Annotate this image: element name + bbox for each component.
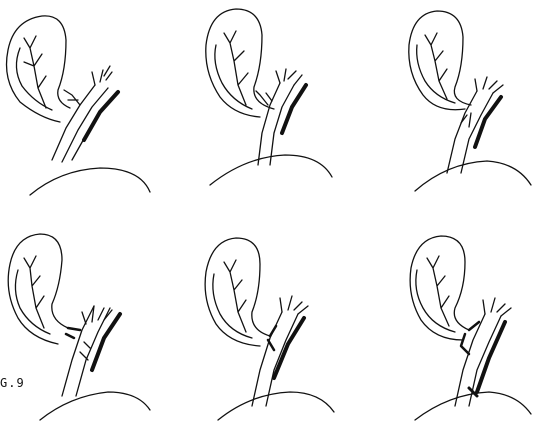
panel-3 (385, 5, 535, 205)
panel-6 (385, 222, 535, 422)
trunk-dark-band (475, 97, 501, 147)
appendage-outline (205, 238, 270, 346)
base-mound (40, 392, 150, 420)
panel-4 (0, 220, 150, 420)
base-mound (415, 161, 531, 191)
internal-vessels (427, 256, 449, 326)
panel-1 (0, 10, 150, 210)
appendage-inner (15, 270, 50, 334)
trunk-dark-band (84, 92, 118, 140)
trunk-dark-band (92, 314, 120, 370)
trunk-dark-band (477, 322, 505, 392)
trunk-wall-left (252, 312, 282, 406)
internal-vessels (425, 33, 447, 99)
internal-vessels (24, 36, 46, 108)
panel-5 (190, 222, 340, 422)
base-mound (30, 168, 150, 195)
appendage-outline (410, 236, 469, 340)
appendage-inner (16, 48, 52, 110)
trunk-dark-band (282, 85, 306, 133)
trunk-wall-right (76, 308, 110, 396)
base-mound (415, 392, 531, 420)
internal-vessels (224, 260, 246, 332)
figure-label: G.9 (0, 376, 25, 390)
appendage-inner (215, 45, 252, 109)
base-mound (218, 392, 334, 420)
trunk-dark-band (274, 318, 304, 378)
internal-vessels (224, 31, 248, 105)
branch-1 (92, 66, 112, 85)
panel-2 (190, 5, 340, 205)
